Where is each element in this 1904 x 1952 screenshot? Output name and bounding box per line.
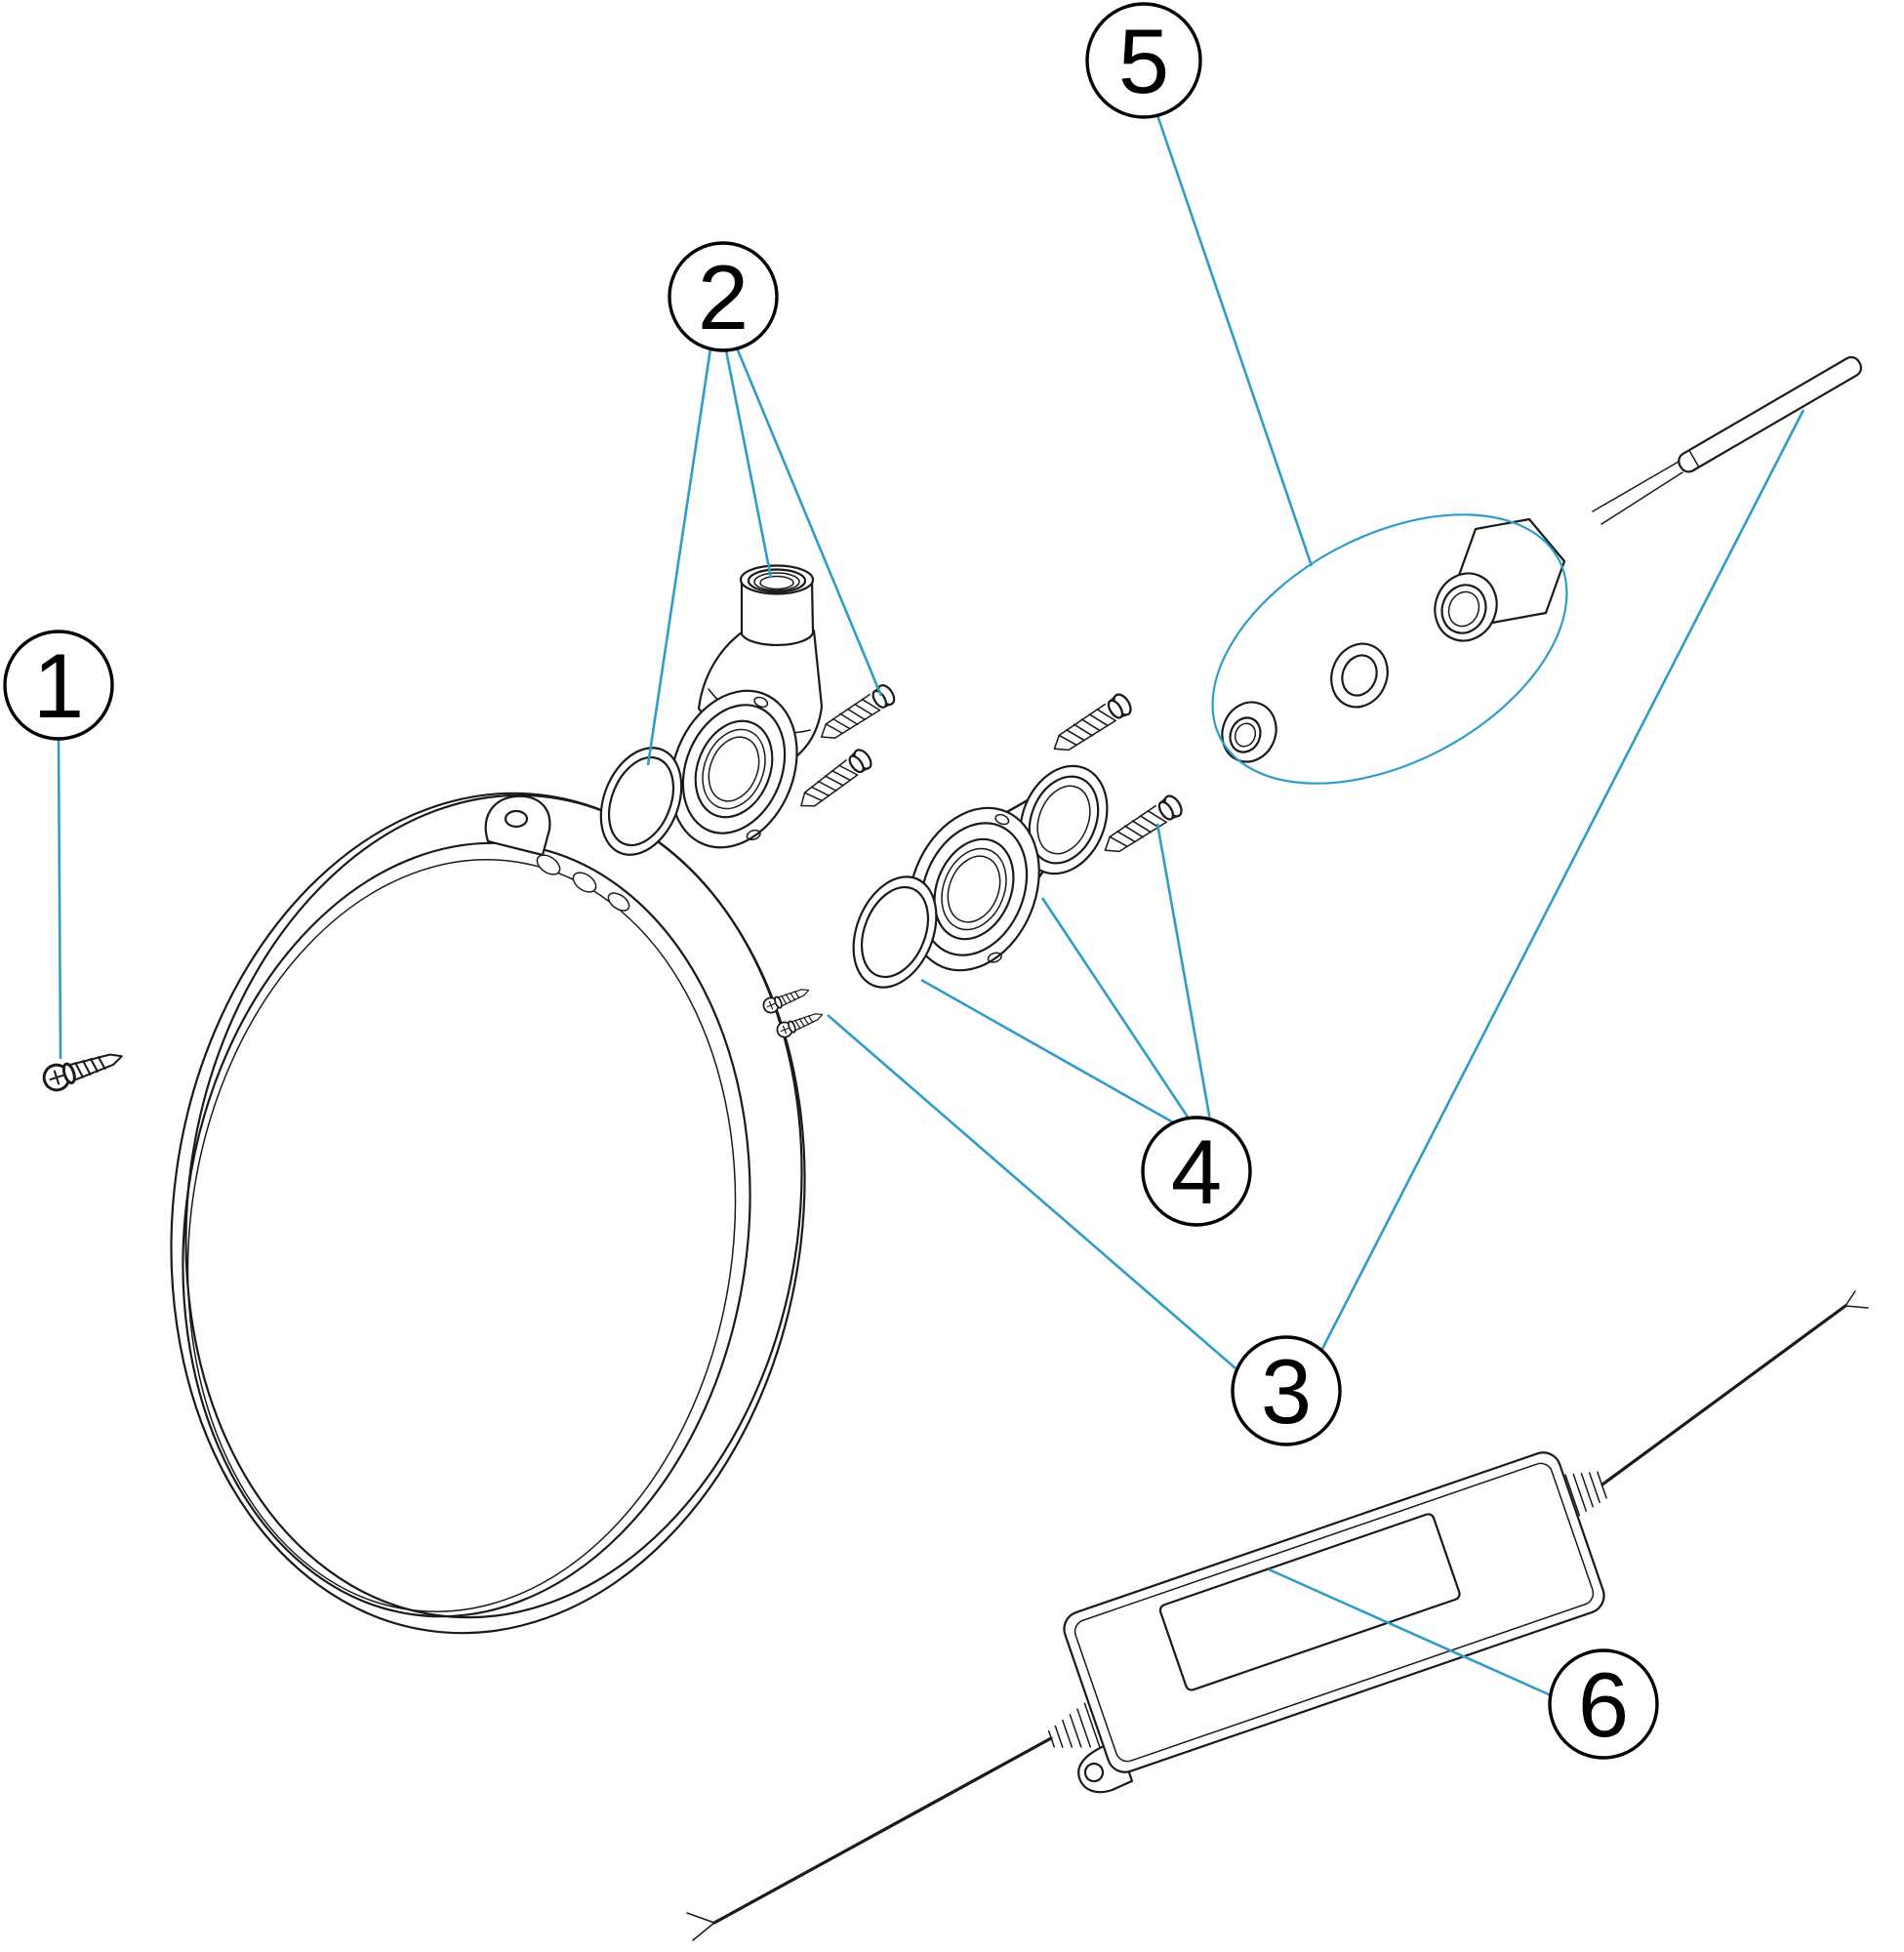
- lamp-cable-sleeve: [1678, 355, 1863, 473]
- elbow-threaded-port: [739, 564, 815, 647]
- callout-4-number: 4: [1171, 1120, 1222, 1223]
- niche-end-ring: [1019, 764, 1109, 875]
- leader-2-screws: [734, 345, 883, 697]
- rim-boss-2: [572, 872, 597, 893]
- part-2-elbow-assembly: [599, 564, 899, 856]
- gland-nut: [1434, 517, 1566, 642]
- callout-2-number: 2: [698, 246, 749, 348]
- lamp-outer-rim: [170, 792, 806, 1635]
- mounting-tab-hole: [504, 809, 529, 829]
- lamp-body: [170, 792, 806, 1635]
- callouts: 1 2 3 4 5 6: [3, 2, 1659, 1760]
- mounting-ear-hole: [1083, 1762, 1105, 1783]
- callout-1-circle: [3, 630, 114, 741]
- leader-2-gasket: [646, 347, 712, 766]
- flange-screw-2: [793, 746, 875, 816]
- part-5-gland-set: [1221, 517, 1566, 763]
- power-cable-right-fork: [1844, 1290, 1869, 1309]
- callout-4: 4: [1141, 1116, 1252, 1227]
- callout-5: 5: [1085, 2, 1202, 119]
- screw-icon: [774, 1006, 827, 1040]
- flange-screw-1: [814, 681, 899, 748]
- leader-4-body: [1040, 897, 1191, 1119]
- lamp-face-inner: [186, 859, 737, 1612]
- callout-6-circle: [1548, 1648, 1659, 1760]
- niche-gasket: [852, 875, 938, 989]
- callout-5-circle: [1085, 2, 1202, 119]
- power-cable-left-fork: [686, 1912, 715, 1941]
- leader-3-screws: [827, 1014, 1236, 1369]
- rim-boss-1: [536, 854, 561, 875]
- callout-3-circle: [1231, 1335, 1342, 1446]
- niche-screw-1: [1046, 690, 1136, 760]
- cable-gland-right: [1564, 1471, 1607, 1517]
- leader-5: [1155, 114, 1314, 567]
- leader-4-screw: [1155, 823, 1212, 1121]
- power-cable-left: [712, 1736, 1053, 1925]
- leader-3-cable: [1319, 409, 1805, 1352]
- case-lid-seam: [1074, 1462, 1595, 1763]
- callout-2: 2: [668, 241, 779, 352]
- leader-1: [57, 738, 62, 1060]
- gland-bushing: [1221, 701, 1277, 763]
- callout-1-number: 1: [33, 634, 84, 737]
- rim-boss-3: [607, 892, 630, 912]
- callout-3-number: 3: [1261, 1340, 1312, 1443]
- callout-4-circle: [1141, 1116, 1252, 1227]
- flange-gasket: [599, 747, 683, 856]
- lamp-cable-wires: [1592, 461, 1683, 525]
- niche-screw-2: [1097, 792, 1187, 862]
- callout-2-circle: [668, 241, 779, 352]
- lamp-cable: [1592, 355, 1863, 525]
- leader-lines: [57, 114, 1805, 1697]
- callout-1: 1: [3, 630, 114, 741]
- callout-5-number: 5: [1118, 10, 1169, 112]
- callout-3: 3: [1231, 1335, 1342, 1446]
- lamp-rim-line: [184, 793, 803, 1619]
- leader-2-port: [724, 349, 773, 579]
- part-4-niche-assembly: [852, 690, 1187, 989]
- leader-6: [1268, 1567, 1552, 1697]
- part-1-screw: [39, 1042, 128, 1095]
- cable-gland-left: [1047, 1702, 1101, 1748]
- power-supply-label: [1158, 1513, 1461, 1691]
- gland-washer: [1330, 642, 1389, 709]
- group-5-oval: [1211, 513, 1568, 785]
- niche-flange: [905, 806, 1040, 972]
- callout-6: 6: [1548, 1648, 1659, 1760]
- callout-6-number: 6: [1578, 1653, 1629, 1756]
- power-cable-right: [1600, 1304, 1847, 1486]
- part-6-power-supply: [686, 1290, 1869, 1941]
- screw-icon: [39, 1042, 128, 1095]
- leader-4-gasket: [920, 978, 1174, 1124]
- elbow-flange: [668, 689, 798, 849]
